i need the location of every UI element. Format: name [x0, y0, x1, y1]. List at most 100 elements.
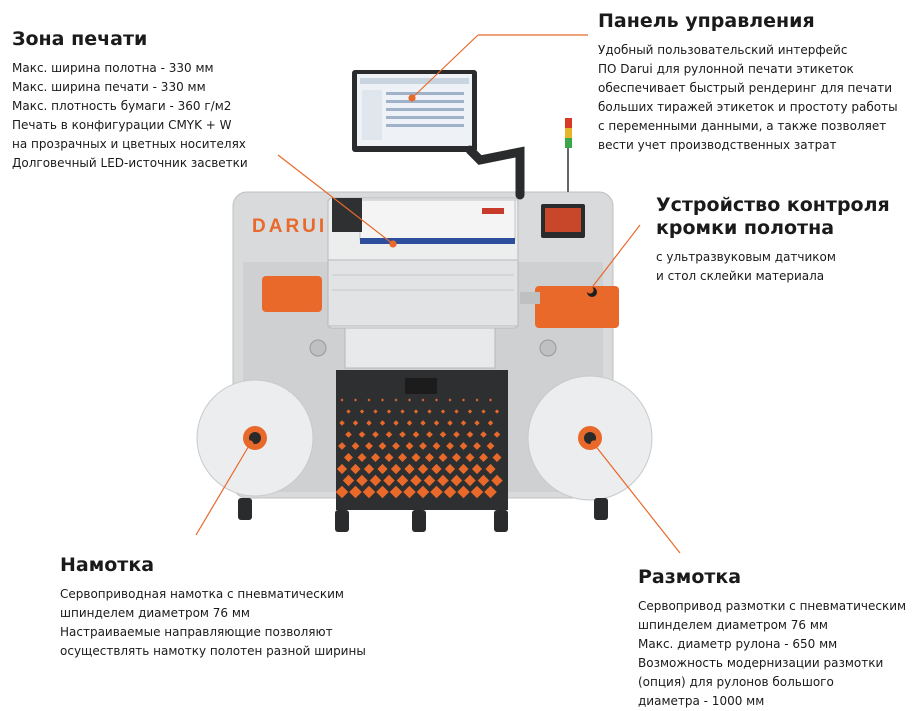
edge-guide-block: Устройство контроля кромки полотна с уль…	[656, 194, 890, 286]
pattern-diamond	[437, 474, 449, 487]
pattern-diamond	[459, 442, 468, 450]
callout-edge-guide	[589, 224, 641, 291]
control-panel-line: больших тиражей этикеток и простоту рабо…	[598, 99, 898, 114]
rewind-line: Настраиваемые направляющие позволяют	[60, 624, 333, 639]
pattern-diamond	[448, 398, 452, 402]
pattern-diamond	[477, 474, 490, 487]
pattern-diamond	[399, 431, 406, 438]
pattern-diamond	[454, 409, 459, 414]
pattern-diamond	[450, 474, 463, 487]
pattern-diamond	[416, 485, 430, 499]
pattern-diamond	[473, 442, 481, 450]
signal-light-green	[565, 138, 572, 148]
pattern-diamond	[491, 474, 503, 487]
print-zone-line: Макс. ширина полотна - 330 мм	[12, 60, 214, 75]
pattern-diamond	[371, 453, 380, 462]
pattern-diamond	[356, 474, 368, 487]
pattern-diamond	[433, 420, 440, 426]
pattern-diamond	[405, 442, 414, 450]
print-zone-line: Долговечный LED-источник засветки	[12, 155, 248, 170]
pattern-diamond	[378, 442, 387, 450]
pattern-diamond	[393, 420, 399, 426]
print-zone-line: Макс. плотность бумаги - 360 г/м2	[12, 98, 232, 113]
pattern-diamond	[352, 420, 359, 426]
pattern-diamond	[398, 453, 407, 462]
pattern-diamond	[431, 463, 442, 475]
pattern-diamond	[466, 431, 474, 438]
pattern-diamond	[389, 485, 403, 499]
printer-blue-stripe	[360, 238, 515, 244]
pattern-diamond	[423, 474, 436, 487]
pattern-diamond	[408, 398, 411, 402]
printer-top	[359, 199, 516, 241]
pattern-diamond	[394, 398, 398, 402]
pattern-diamond	[453, 431, 460, 438]
edge-guide-line: с ультразвуковым датчиком	[656, 249, 836, 264]
pattern-diamond	[369, 474, 382, 487]
pattern-diamond	[396, 474, 409, 487]
pattern-diamond	[404, 463, 415, 475]
signal-light-yellow	[565, 128, 572, 138]
pattern-diamond	[344, 453, 353, 462]
print-zone-line: Макс. ширина печати - 330 мм	[12, 79, 206, 94]
unwind-title: Размотка	[638, 566, 742, 588]
pattern-diamond	[484, 485, 497, 499]
pattern-diamond	[358, 431, 366, 438]
pattern-diamond	[336, 463, 348, 475]
pattern-diamond	[363, 463, 375, 475]
unwind-line: шпинделем диаметром 76 мм	[638, 617, 828, 632]
edge-guide-line: и стол склейки материала	[656, 268, 825, 283]
unwind-line: Сервопривод размотки с пневматическим	[638, 598, 907, 613]
edge-guide-title-line1: Устройство контроля	[656, 194, 890, 216]
rewind-line: шпинделем диаметром 76 мм	[60, 605, 250, 620]
pattern-diamond	[427, 409, 432, 414]
callout-unwind	[593, 443, 681, 554]
pattern-diamond	[430, 485, 443, 499]
pattern-diamond	[492, 453, 502, 462]
pattern-diamond	[443, 485, 457, 499]
pattern-diamond	[373, 409, 378, 414]
rewind-block: Намотка Сервоприводная намотка с пневмат…	[60, 554, 366, 661]
pattern-diamond	[426, 431, 433, 438]
pattern-diamond	[359, 409, 365, 414]
pattern-diamond	[417, 463, 429, 475]
edge-guide-title-line2: кромки полотна	[656, 216, 835, 239]
pattern-diamond	[377, 463, 388, 475]
pattern-diamond	[381, 398, 384, 402]
casters	[238, 498, 608, 532]
pattern-diamond	[462, 398, 465, 402]
pattern-diamond	[412, 431, 420, 438]
pattern-diamond	[489, 398, 492, 402]
unwind-block: Размотка Сервопривод размотки с пневмати…	[638, 566, 906, 711]
pattern-diamond	[452, 453, 461, 462]
pattern-diamond	[465, 453, 475, 462]
print-zone-block: Зона печати Макс. ширина полотна - 330 м…	[12, 28, 248, 173]
pattern-diamond	[403, 485, 416, 499]
pattern-diamond	[366, 420, 372, 426]
pattern-diamond	[340, 398, 344, 402]
unwind-line: диаметра - 1000 мм	[638, 693, 765, 708]
pattern-diamond	[400, 409, 405, 414]
pattern-diamond	[367, 398, 371, 402]
pattern-diamond	[338, 442, 346, 450]
control-panel-line: обеспечивает быстрый рендеринг для печат…	[598, 80, 892, 95]
pattern-diamond	[362, 485, 376, 499]
left-guide-unit	[262, 276, 322, 312]
pattern-diamond	[480, 431, 487, 438]
brand-logo: DARUI	[252, 216, 327, 237]
pattern-diamond	[460, 420, 467, 426]
pattern-diamond	[345, 431, 352, 438]
pattern-diamond	[342, 474, 355, 487]
pattern-diamond	[349, 485, 362, 499]
unwind-line: Возможность модернизации размотки	[638, 655, 884, 670]
control-panel-line: с переменными данными, а также позволяет	[598, 118, 887, 133]
pattern-diamond	[413, 409, 419, 414]
pattern-diamond	[335, 485, 349, 499]
pattern-diamond	[372, 431, 379, 438]
monitor-arm	[465, 145, 525, 200]
pattern-diamond	[386, 409, 392, 414]
pattern-diamond	[410, 474, 422, 487]
printer-tray	[344, 327, 496, 369]
pattern-diamond	[485, 463, 496, 475]
control-panel-block: Панель управления Удобный пользовательск…	[598, 10, 898, 155]
